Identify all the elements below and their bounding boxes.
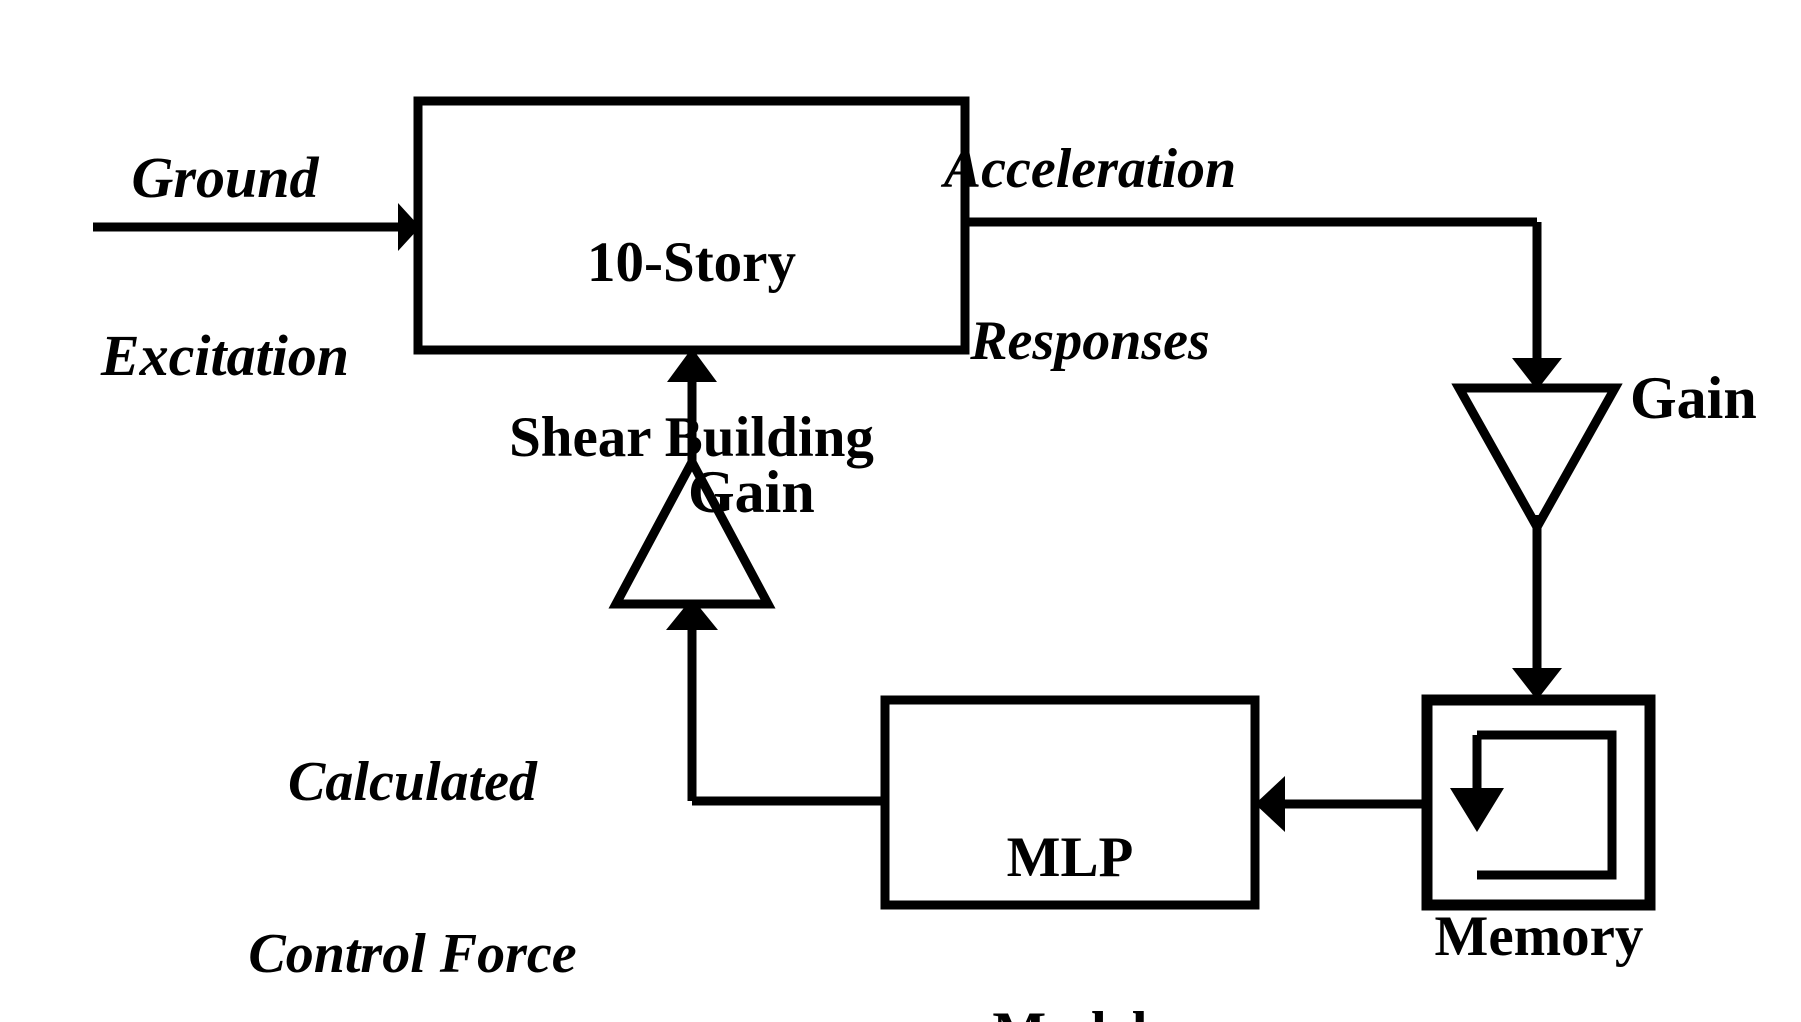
ground-excitation-arrow [93,203,420,251]
memory-loop-icon [1450,730,1617,880]
acceleration-responses-path [965,217,1562,390]
calculated-control-force-line1: Calculated [288,751,537,814]
memory-label: Memory [1434,905,1644,968]
gain-right-label: Gain [1630,365,1757,431]
memory-to-mlp-arrow [1255,776,1427,832]
mlp-model-line1: MLP [1006,826,1134,890]
shear-building-line1: 10-Story [587,231,796,295]
mlp-model-block [880,695,1260,910]
gain-left-label: Gain [688,459,815,525]
acceleration-responses-line1: Acceleration [943,138,1237,201]
gain-right-to-memory-arrow [1512,515,1562,700]
shear-building-line2: Shear Building [509,405,874,469]
gain-left-to-building-arrow [667,348,717,470]
gain-right-triangle [1451,383,1623,537]
gain-left-triangle [608,452,776,609]
mlp-model-line2: Model [885,1003,1255,1022]
ground-excitation-label: Ground Excitation [60,30,390,503]
calculated-control-force-label: Calculated Control Force [210,640,615,1022]
shear-building-label: 10-Story Shear Building [418,118,965,583]
ground-excitation-line2: Excitation [100,322,350,388]
control-force-path [666,598,885,806]
acceleration-responses-line2: Responses [970,309,1210,372]
acceleration-responses-label: Acceleration Responses [890,27,1290,484]
calculated-control-force-line2: Control Force [248,922,577,985]
ground-excitation-line1: Ground [131,145,319,211]
mlp-model-label: MLP Model [885,713,1255,1022]
